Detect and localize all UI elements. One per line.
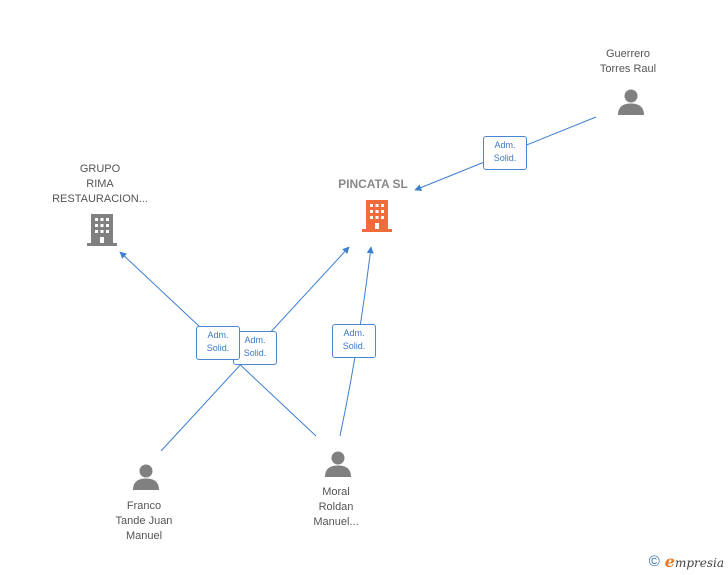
copyright-symbol: © (648, 553, 660, 570)
edge-label-moral-grupo-rima: Adm. Solid. (233, 331, 277, 365)
building-icon-pincata[interactable] (360, 198, 394, 234)
brand-logo[interactable]: empresia (664, 552, 724, 571)
company-label-pincata[interactable]: PINCATA SL (338, 177, 408, 191)
person-label-franco[interactable]: Franco Tande Juan Manuel (115, 500, 173, 542)
edge-label-franco-pincata: Adm. Solid. (196, 326, 240, 360)
person-icon-guerrero[interactable] (616, 88, 646, 116)
footer-watermark: © empresia (649, 552, 724, 571)
person-icon-franco[interactable] (131, 463, 161, 491)
edge-label-moral-pincata: Adm. Solid. (332, 324, 376, 358)
building-icon-grupo-rima[interactable] (85, 212, 119, 248)
edge-label-guerrero-pincata: Adm. Solid. (483, 136, 527, 170)
company-label-grupo-rima[interactable]: GRUPO RIMA RESTAURACION... (52, 163, 148, 205)
person-label-moral[interactable]: Moral Roldan Manuel... (313, 486, 359, 528)
person-icon-moral[interactable] (323, 450, 353, 478)
person-label-guerrero[interactable]: Guerrero Torres Raul (599, 48, 657, 75)
